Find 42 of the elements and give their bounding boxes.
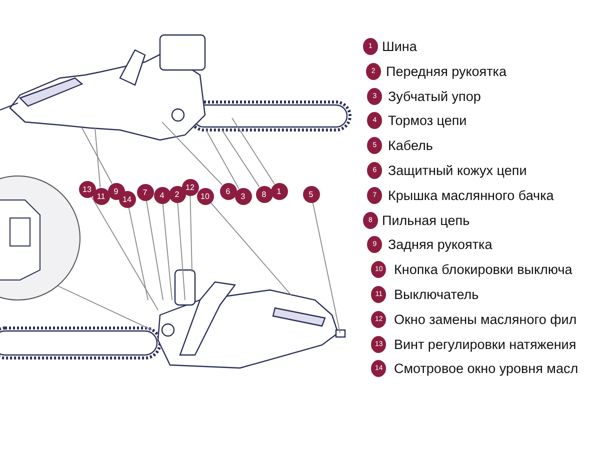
- part-name: Кабель: [388, 137, 433, 154]
- leader-line: [206, 130, 240, 190]
- leader-line: [312, 202, 340, 334]
- part-name: Крышка маслянного бачка: [388, 186, 554, 204]
- callout-number: 6: [220, 182, 236, 200]
- callout-number: 14: [118, 190, 136, 208]
- callout-number: 11: [92, 188, 110, 204]
- part-name: Шина: [382, 38, 417, 55]
- callout-number: 1: [270, 182, 288, 200]
- leader-line: [146, 200, 164, 300]
- part-name: Окно замены масляного фил: [394, 310, 577, 328]
- callout-number: 7: [136, 184, 154, 200]
- callout-number: 13: [78, 180, 96, 198]
- part-name: Винт регулировки натяжения: [394, 336, 576, 353]
- callout-number: 4: [154, 186, 170, 204]
- leader-line: [222, 130, 260, 188]
- part-name: Тормоз цепи: [388, 112, 467, 130]
- leader-line: [94, 128, 101, 188]
- part-name: Кнопка блокировки выключа: [394, 261, 572, 278]
- part-name: Защитный кожух цепи: [388, 162, 527, 179]
- leader-line: [210, 202, 292, 296]
- leader-line: [177, 202, 186, 300]
- callout-number: 3: [234, 188, 252, 204]
- leader-line: [190, 195, 192, 272]
- leader-line: [162, 122, 223, 186]
- callout-number: 8: [256, 186, 272, 202]
- leader-line: [128, 206, 148, 300]
- part-name: Пильная цепь: [382, 212, 470, 229]
- leader-line: [82, 128, 112, 184]
- part-name: Смотровое окно уровня масл: [394, 360, 578, 378]
- leader-line: [232, 118, 275, 184]
- callout-number: 12: [182, 178, 198, 196]
- part-name: Передняя рукоятка: [386, 62, 507, 80]
- leader-line: [90, 196, 158, 310]
- part-name: Задняя рукоятка: [388, 236, 492, 254]
- leader-line: [58, 286, 152, 330]
- part-name: Выключатель: [394, 286, 479, 303]
- part-name: Зубчатый упор: [388, 88, 481, 105]
- magnified-detail-drawing: [0, 176, 80, 300]
- callout-number: 10: [196, 188, 214, 204]
- callout-number: 5: [302, 186, 320, 202]
- leader-line: [162, 203, 172, 300]
